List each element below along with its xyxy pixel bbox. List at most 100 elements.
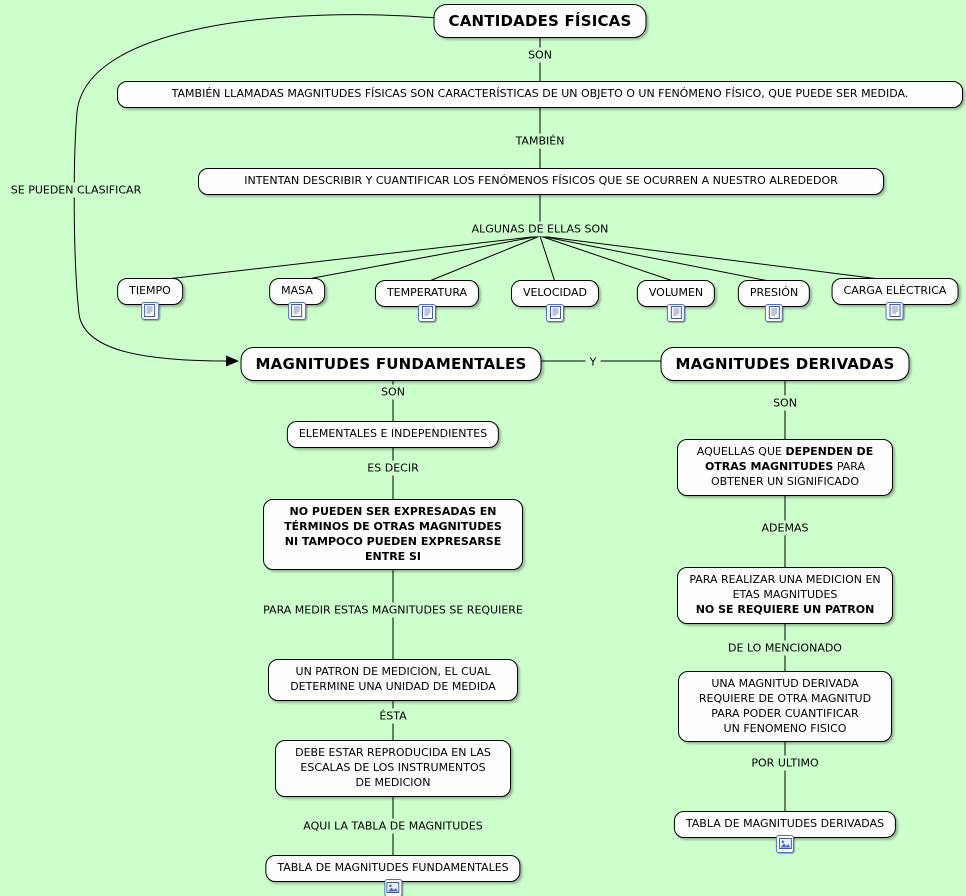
connector-line bbox=[149, 235, 541, 282]
document-glyph bbox=[549, 306, 561, 320]
connector-line bbox=[539, 235, 556, 283]
quantity-node[interactable]: TEMPERATURA bbox=[374, 280, 480, 322]
node-label: VELOCIDAD bbox=[522, 286, 588, 299]
document-resource-icon[interactable] bbox=[545, 303, 564, 322]
quantity-node[interactable]: TIEMPO bbox=[117, 278, 183, 320]
node-tiempo[interactable]: TIEMPO bbox=[117, 278, 183, 305]
node-magnitudes-derivadas[interactable]: MAGNITUDES DERIVADAS bbox=[660, 347, 910, 382]
node-elementales[interactable]: ELEMENTALES E INDEPENDIENTES bbox=[286, 421, 500, 448]
node-temperatura[interactable]: TEMPERATURA bbox=[374, 280, 480, 307]
link-label-tambien[interactable]: TAMBIÉN bbox=[511, 133, 569, 149]
node-line: UN FENOMENO FISICO bbox=[723, 721, 847, 735]
node-label: MASA bbox=[281, 284, 313, 297]
document-glyph bbox=[670, 306, 682, 320]
document-resource-icon[interactable] bbox=[287, 301, 306, 320]
node-text-bold: DEPENDEN DE OTRAS MAGNITUDES bbox=[704, 445, 874, 473]
node-text: PARA OBTENER UN SIGNIFICADO bbox=[710, 459, 866, 488]
link-label-algunas[interactable]: ALGUNAS DE ELLAS SON bbox=[467, 221, 613, 237]
connector-line bbox=[539, 235, 677, 283]
quantity-node[interactable]: VOLUMEN bbox=[636, 280, 716, 322]
node-line: DE MEDICION bbox=[355, 775, 431, 789]
node-tabla-derivadas[interactable]: TABLA DE MAGNITUDES DERIVADAS bbox=[673, 811, 897, 838]
image-resource-icon[interactable] bbox=[776, 834, 794, 853]
tabla-fundamentales-group[interactable]: TABLA DE MAGNITUDES FUNDAMENTALES bbox=[265, 855, 521, 896]
document-glyph bbox=[291, 304, 303, 318]
node-definicion-1[interactable]: TAMBIÉN LLAMADAS MAGNITUDES FÍSICAS SON … bbox=[117, 81, 963, 108]
quantity-node[interactable]: MASA bbox=[269, 278, 325, 320]
link-label-esta[interactable]: ÉSTA bbox=[375, 708, 411, 724]
connector-line bbox=[539, 235, 896, 282]
node-line: NO PUEDEN SER EXPRESADAS EN bbox=[289, 505, 497, 518]
node-label: TIEMPO bbox=[129, 284, 171, 297]
quantity-node[interactable]: VELOCIDAD bbox=[510, 280, 600, 322]
node-text-bold: NO SE REQUIERE UN PATRON bbox=[695, 602, 875, 616]
node-definicion-2[interactable]: INTENTAN DESCRIBIR Y CUANTIFICAR LOS FEN… bbox=[198, 168, 884, 195]
node-line: DEBE ESTAR REPRODUCIDA EN LAS bbox=[295, 746, 491, 759]
image-glyph bbox=[778, 838, 792, 850]
tabla-derivadas-group[interactable]: TABLA DE MAGNITUDES DERIVADAS bbox=[673, 811, 897, 853]
node-text: PARA REALIZAR UNA MEDICION EN ETAS MAGNI… bbox=[689, 573, 881, 601]
node-label: CARGA ELÉCTRICA bbox=[843, 284, 947, 297]
link-label-aqui-tabla[interactable]: AQUI LA TABLA DE MAGNITUDES bbox=[299, 818, 487, 834]
node-magnitud-derivada[interactable]: UNA MAGNITUD DERIVADA REQUIERE DE OTRA M… bbox=[678, 671, 892, 743]
node-label: CANTIDADES FÍSICAS bbox=[448, 12, 632, 30]
node-carga-electrica[interactable]: CARGA ELÉCTRICA bbox=[831, 278, 959, 305]
document-resource-icon[interactable] bbox=[765, 303, 783, 322]
quantity-node[interactable]: CARGA ELÉCTRICA bbox=[831, 278, 959, 320]
link-label-y[interactable]: Y bbox=[585, 354, 601, 370]
connector-line bbox=[296, 235, 541, 282]
node-tabla-fundamentales[interactable]: TABLA DE MAGNITUDES FUNDAMENTALES bbox=[265, 855, 521, 882]
link-label-de-lo-mencionado[interactable]: DE LO MENCIONADO bbox=[724, 640, 846, 656]
document-resource-icon[interactable] bbox=[140, 301, 159, 320]
node-text: AQUELLAS QUE bbox=[696, 445, 782, 458]
node-line: DETERMINE UNA UNIDAD DE MEDIDA bbox=[290, 679, 496, 693]
node-masa[interactable]: MASA bbox=[269, 278, 325, 305]
node-line: ENTRE SI bbox=[364, 549, 422, 563]
document-glyph bbox=[144, 304, 156, 318]
node-patron[interactable]: UN PATRON DE MEDICION, EL CUAL DETERMINE… bbox=[268, 659, 518, 701]
node-medicion[interactable]: PARA REALIZAR UNA MEDICION EN ETAS MAGNI… bbox=[677, 567, 893, 624]
node-label: PRESIÓN bbox=[749, 286, 799, 299]
node-line: UNA MAGNITUD DERIVADA bbox=[711, 677, 859, 690]
image-glyph bbox=[386, 882, 400, 894]
document-glyph bbox=[889, 304, 901, 318]
node-label: TABLA DE MAGNITUDES FUNDAMENTALES bbox=[277, 861, 509, 874]
node-velocidad[interactable]: VELOCIDAD bbox=[510, 280, 600, 307]
node-volumen[interactable]: VOLUMEN bbox=[636, 280, 716, 307]
document-resource-icon[interactable] bbox=[417, 303, 436, 322]
classify-curve bbox=[73, 14, 439, 362]
node-debe-estar[interactable]: DEBE ESTAR REPRODUCIDA EN LAS ESCALAS DE… bbox=[275, 740, 511, 797]
document-resource-icon[interactable] bbox=[666, 303, 685, 322]
document-resource-icon[interactable] bbox=[885, 301, 904, 320]
link-label-der-son[interactable]: SON bbox=[769, 395, 801, 411]
node-cantidades-fisicas[interactable]: CANTIDADES FÍSICAS bbox=[433, 4, 647, 39]
arrowhead bbox=[226, 355, 239, 367]
link-label-ademas[interactable]: ADEMAS bbox=[757, 520, 813, 536]
node-line: REQUIERE DE OTRA MAGNITUD bbox=[698, 691, 872, 705]
quantity-node[interactable]: PRESIÓN bbox=[737, 280, 811, 322]
node-label: MAGNITUDES FUNDAMENTALES bbox=[255, 355, 527, 373]
node-label: ELEMENTALES E INDEPENDIENTES bbox=[298, 427, 488, 440]
node-line: PARA PODER CUANTIFICAR bbox=[711, 706, 859, 720]
node-aquellas[interactable]: AQUELLAS QUE DEPENDEN DE OTRAS MAGNITUDE… bbox=[677, 439, 893, 496]
node-label: TAMBIÉN LLAMADAS MAGNITUDES FÍSICAS SON … bbox=[171, 87, 909, 100]
node-line: TÉRMINOS DE OTRAS MAGNITUDES bbox=[284, 519, 502, 533]
link-label-es-decir[interactable]: ES DECIR bbox=[363, 460, 423, 476]
node-line: UN PATRON DE MEDICION, EL CUAL bbox=[295, 665, 491, 678]
image-resource-icon[interactable] bbox=[384, 878, 402, 896]
node-no-pueden[interactable]: NO PUEDEN SER EXPRESADAS EN TÉRMINOS DE … bbox=[263, 499, 523, 571]
document-glyph bbox=[768, 306, 780, 320]
link-label-por-ultimo[interactable]: POR ULTIMO bbox=[747, 755, 823, 771]
node-label: TEMPERATURA bbox=[386, 286, 468, 299]
node-line: ESCALAS DE LOS INSTRUMENTOS bbox=[300, 760, 486, 774]
document-glyph bbox=[421, 306, 433, 320]
node-label: INTENTAN DESCRIBIR Y CUANTIFICAR LOS FEN… bbox=[244, 174, 838, 187]
node-magnitudes-fundamentales[interactable]: MAGNITUDES FUNDAMENTALES bbox=[240, 347, 542, 382]
link-label-clasificar[interactable]: SE PUEDEN CLASIFICAR bbox=[6, 182, 146, 198]
link-label-son-top[interactable]: SON bbox=[524, 47, 556, 63]
node-label: TABLA DE MAGNITUDES DERIVADAS bbox=[685, 817, 885, 830]
node-presion[interactable]: PRESIÓN bbox=[737, 280, 811, 307]
link-label-fund-son[interactable]: SON bbox=[377, 384, 409, 400]
link-label-para-medir[interactable]: PARA MEDIR ESTAS MAGNITUDES SE REQUIERE bbox=[259, 602, 527, 618]
